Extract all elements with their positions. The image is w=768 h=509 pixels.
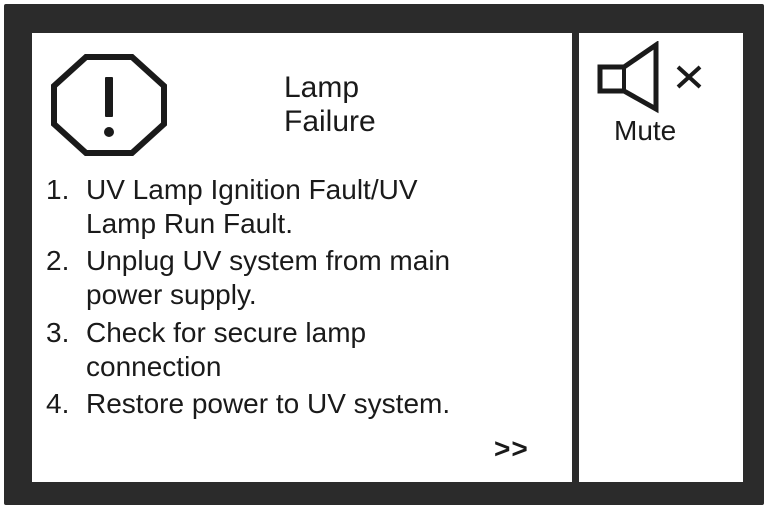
step-number: 4. bbox=[46, 388, 70, 419]
step-text-continued: Lamp Run Fault. bbox=[86, 208, 293, 239]
step-text-continued: power supply. bbox=[86, 279, 257, 310]
display-screen: Lamp Failure 1. UV Lamp Ignition Fault/UV… bbox=[32, 33, 743, 482]
speaker-muted-icon bbox=[597, 41, 702, 114]
step-text: Unplug UV system from main bbox=[86, 245, 451, 276]
step-text: UV Lamp Ignition Fault/UV bbox=[86, 174, 418, 205]
mute-label: Mute bbox=[614, 115, 677, 146]
warning-octagon-icon bbox=[51, 54, 167, 156]
step-text-continued: connection bbox=[86, 351, 222, 382]
next-page-button[interactable]: >> bbox=[494, 433, 529, 464]
alert-title: Lamp Failure bbox=[284, 71, 376, 139]
device-frame: Lamp Failure 1. UV Lamp Ignition Fault/UV… bbox=[4, 4, 764, 505]
instruction-step: 2. Unplug UV system from main power suppl… bbox=[46, 244, 450, 312]
step-text: Restore power to UV system. bbox=[86, 388, 451, 419]
instruction-step: 4. Restore power to UV system. bbox=[46, 387, 450, 421]
step-number: 1. bbox=[46, 174, 70, 205]
instruction-step: 1. UV Lamp Ignition Fault/UV Lamp Run Fau… bbox=[46, 173, 418, 241]
alert-title-line2: Failure bbox=[284, 105, 376, 138]
step-text: Check for secure lamp bbox=[86, 317, 367, 348]
instruction-step: 3. Check for secure lamp connection bbox=[46, 316, 366, 384]
mute-button[interactable]: Mute bbox=[580, 33, 743, 163]
panel-divider bbox=[572, 33, 579, 482]
step-number: 3. bbox=[46, 317, 70, 348]
step-number: 2. bbox=[46, 245, 70, 276]
alert-title-line1: Lamp bbox=[284, 71, 360, 104]
